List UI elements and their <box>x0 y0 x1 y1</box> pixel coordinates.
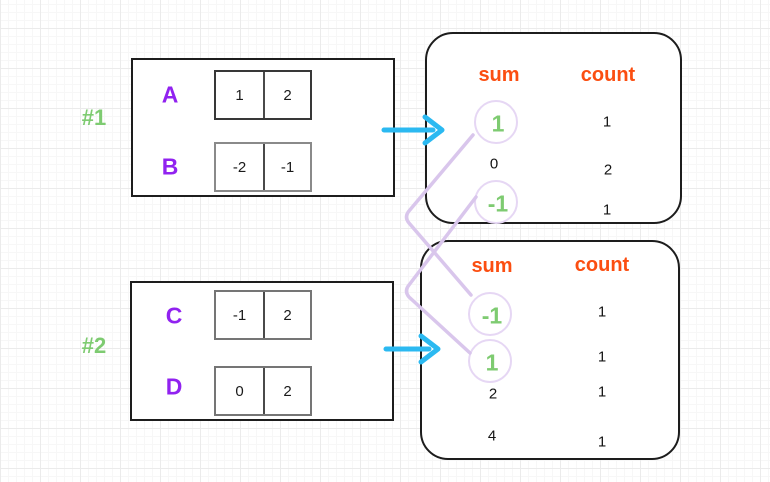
group-2-input-box: C -1 2 D 0 2 <box>130 281 394 421</box>
group-1-result-box: sum count 1 1 0 2 -1 1 <box>425 32 682 224</box>
array-a-label: A <box>161 81 179 108</box>
group-1-input-box: A 1 2 B -2 -1 <box>131 58 395 197</box>
sum-value: -1 <box>481 302 503 329</box>
array-c-cells: -1 2 <box>214 290 312 340</box>
sum-value: 0 <box>489 155 499 173</box>
count-value: 1 <box>597 348 607 366</box>
array-a-cell-0: 1 <box>216 72 263 118</box>
sum-value: -1 <box>487 190 509 217</box>
array-d-label: D <box>165 373 183 400</box>
array-d-cell-1: 2 <box>263 368 310 414</box>
array-d-cell-0: 0 <box>216 368 263 414</box>
array-b-cell-1: -1 <box>263 144 310 190</box>
array-c-cell-0: -1 <box>216 292 263 338</box>
group-2-label: #2 <box>81 333 107 358</box>
array-b-cells: -2 -1 <box>214 142 312 192</box>
count-value: 1 <box>597 433 607 451</box>
array-a-cells: 1 2 <box>214 70 312 120</box>
array-a-cell-1: 2 <box>263 72 310 118</box>
group-1-label: #1 <box>81 105 107 130</box>
array-c-cell-1: 2 <box>263 292 310 338</box>
sum-value: 1 <box>491 110 505 137</box>
count-header: count <box>574 254 630 276</box>
sum-header: sum <box>478 64 520 86</box>
array-b-label: B <box>161 153 179 180</box>
sum-header: sum <box>471 255 513 277</box>
sum-value: 2 <box>488 385 498 403</box>
array-b-cell-0: -2 <box>216 144 263 190</box>
count-value: 1 <box>602 201 612 219</box>
count-value: 1 <box>602 113 612 131</box>
count-value: 1 <box>597 383 607 401</box>
array-d-cells: 0 2 <box>214 366 312 416</box>
count-header: count <box>580 64 636 86</box>
count-value: 2 <box>603 161 613 179</box>
group-2-result-box: sum count -1 1 1 1 2 1 4 1 <box>420 240 680 460</box>
count-value: 1 <box>597 303 607 321</box>
array-c-label: C <box>165 302 183 329</box>
sum-value: 1 <box>485 349 499 376</box>
sum-value: 4 <box>487 427 497 445</box>
